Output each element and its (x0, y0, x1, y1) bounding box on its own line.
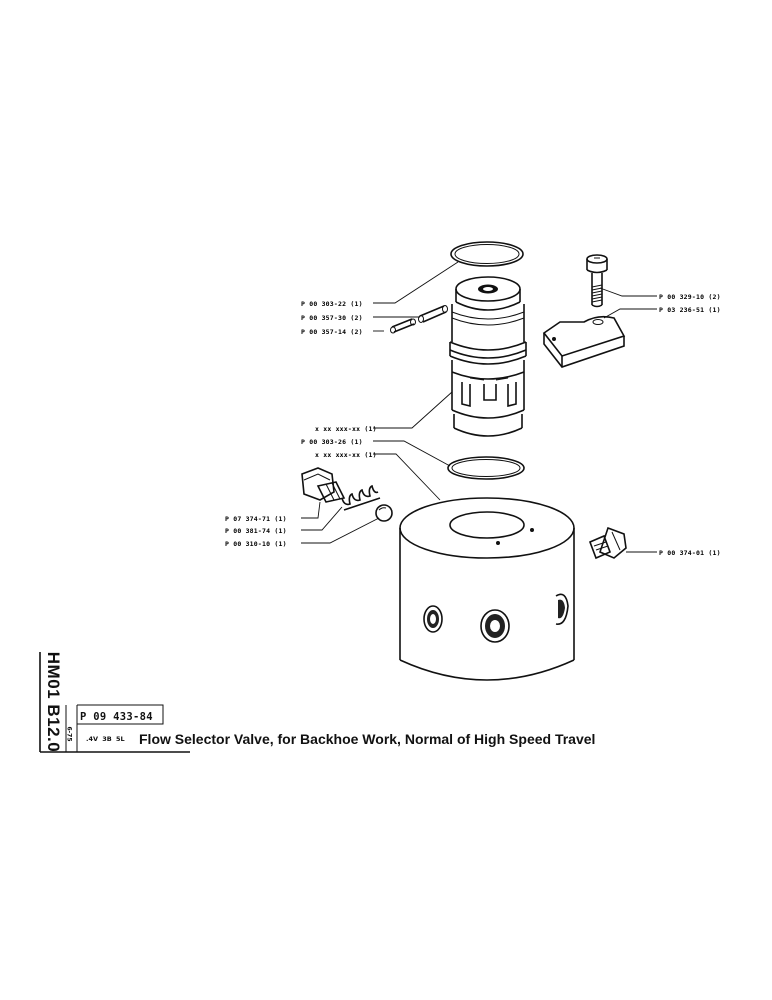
pin-short (390, 318, 416, 334)
pin-long (418, 305, 448, 323)
page-title: Flow Selector Valve, for Backhoe Work, N… (139, 731, 596, 747)
spool-assembly (449, 276, 527, 437)
spring (341, 484, 381, 511)
o-ring-top (450, 241, 524, 267)
callout-spring: P 00 381-74 (1) (225, 527, 287, 535)
side-date-code: 6-75 (65, 726, 73, 742)
callout-o-ring-top: P 00 303-22 (1) (301, 300, 363, 308)
callout-retaining-plate: P 03 236-51 (1) (659, 306, 721, 314)
retaining-plate (542, 315, 626, 368)
leader-lines (301, 261, 657, 553)
assembly-part-number: P 09 433-84 (80, 711, 153, 723)
side-catalog-code: HM01 B12.0 (44, 651, 63, 753)
model-codes: .4V 3B 5L (86, 735, 125, 743)
callout-spool-assembly: x xx xxx-xx (1) (315, 425, 377, 433)
valve-body (399, 497, 575, 681)
socket-head-screw (586, 254, 608, 308)
callout-pin-short: P 00 357-14 (2) (301, 328, 363, 336)
callout-plug-right: P 00 374-01 (1) (659, 549, 721, 557)
callout-plug-left: P 07 374-71 (1) (225, 515, 287, 523)
callout-valve-body: x xx xxx-xx (1) (315, 451, 377, 459)
plug-right (588, 526, 627, 560)
title-block-frame (39, 652, 190, 753)
callout-ball: P 00 310-10 (1) (225, 540, 287, 548)
callout-o-ring-lower: P 00 303-26 (1) (301, 438, 363, 446)
plug-left (301, 467, 346, 503)
callout-pin-long: P 00 357-30 (2) (301, 314, 363, 322)
o-ring-lower (447, 456, 525, 480)
callout-screw: P 00 329-10 (2) (659, 293, 721, 301)
ball (375, 504, 393, 522)
